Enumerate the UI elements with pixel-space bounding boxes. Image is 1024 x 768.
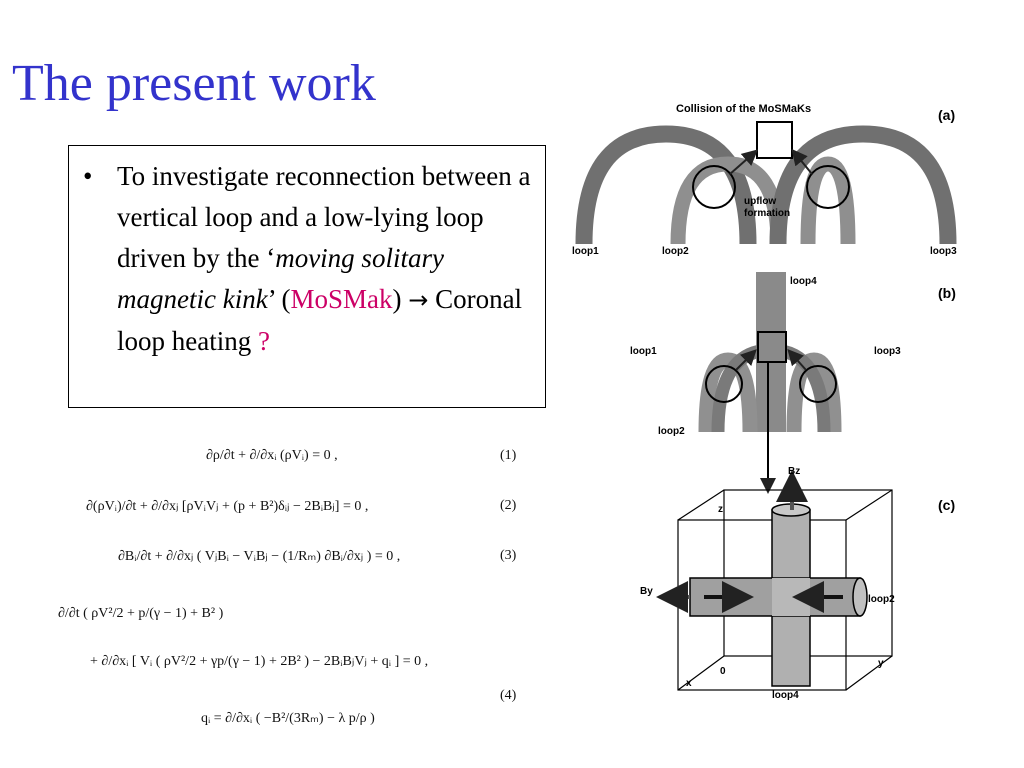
loop3-arc <box>769 125 957 245</box>
mhd-equations: ∂ρ/∂t + ∂/∂xᵢ (ρVᵢ) = 0 , (1) ∂(ρVᵢ)/∂t … <box>56 438 536 743</box>
equation-1: ∂ρ/∂t + ∂/∂xᵢ (ρVᵢ) = 0 , <box>206 448 338 463</box>
bullet-dot: • <box>83 161 93 191</box>
panel-c-tag: (c) <box>938 497 955 513</box>
bullet-text-part2: ’ ( <box>267 284 291 314</box>
loop2-label: loop2 <box>662 246 689 257</box>
z-axis-label: z <box>718 504 723 515</box>
panel-a-tag: (a) <box>938 107 955 123</box>
loop3-label: loop3 <box>930 246 957 257</box>
loop3-label-b: loop3 <box>874 346 901 357</box>
bullet-text-part4: Coronal loop heating <box>117 284 523 356</box>
bullet-text: To investigate reconnection between a ve… <box>117 156 533 362</box>
loop1-label-b: loop1 <box>630 346 657 357</box>
arrow-left-up <box>729 149 759 175</box>
equation-2: ∂(ρVᵢ)/∂t + ∂/∂xⱼ [ρVᵢVⱼ + (p + B²)δᵢⱼ −… <box>86 499 369 514</box>
kink-circle-b-right <box>799 365 837 403</box>
arrow-b-left <box>735 349 757 371</box>
collision-box <box>756 121 793 159</box>
bullet-item: • To investigate reconnection between a … <box>83 156 533 362</box>
equation-number-3: (3) <box>500 548 517 563</box>
panel-b-tag: (b) <box>938 285 956 301</box>
kink-circle-left <box>692 165 736 209</box>
panel-b: loop4 (b) loop1 loop3 loop2 <box>630 272 956 494</box>
loop2-label-c: loop2 <box>868 594 895 605</box>
y-axis-label: y <box>878 658 884 669</box>
equation-number-1: (1) <box>500 448 517 463</box>
loop2-label-b: loop2 <box>658 426 685 437</box>
kink-circle-b-left <box>705 365 743 403</box>
equation-4-heat-flux: qᵢ = ∂/∂xᵢ ( −B²/(3Rₘ) − λ p/ρ ) <box>201 711 375 726</box>
by-label: By <box>640 586 653 597</box>
loop2-left-arc <box>698 352 758 433</box>
panel-a-caption: Collision of the MoSMaKs <box>676 103 811 115</box>
bullet-italic: moving solitary magnetic kink <box>117 243 444 314</box>
equation-number-4: (4) <box>500 688 517 703</box>
loop4-label-c: loop4 <box>772 690 799 701</box>
equation-3: ∂Bᵢ/∂t + ∂/∂xⱼ ( VⱼBᵢ − VᵢBⱼ − (1/Rₘ) ∂B… <box>118 549 401 564</box>
loop1-arc <box>575 125 757 245</box>
slide-title: The present work <box>12 55 376 112</box>
formation-label: formation <box>744 208 790 219</box>
panel-c: (c) Bz By z y x 0 loop2 loop4 <box>640 466 955 701</box>
loop4-label-b: loop4 <box>790 276 817 287</box>
loop1-label: loop1 <box>572 246 599 257</box>
bullet-text-part3: ) <box>392 284 409 314</box>
bullet-box: • To investigate reconnection between a … <box>68 145 546 408</box>
x-axis-label: x <box>686 678 692 689</box>
bullet-text-part1: To investigate reconnection between a ve… <box>117 161 531 273</box>
arrow-right-up <box>791 148 813 175</box>
kink-circle-right <box>806 165 850 209</box>
question-mark: ? <box>257 326 270 356</box>
bz-label: Bz <box>788 466 800 477</box>
loop-diagram: Collision of the MoSMaKs (a) upflow form… <box>572 103 957 701</box>
equation-number-2: (2) <box>500 498 517 513</box>
origin-label: 0 <box>720 666 726 677</box>
collision-box-b <box>757 331 787 363</box>
panel-a: Collision of the MoSMaKs (a) upflow form… <box>572 103 957 257</box>
equation-4-line2: + ∂/∂xᵢ [ Vᵢ ( ρV²/2 + γp/(γ − 1) + 2B² … <box>90 654 429 669</box>
upflow-label: upflow <box>744 196 776 207</box>
mosmak-acronym: MoSMak <box>290 284 393 314</box>
right-arrow-icon: → <box>408 286 429 314</box>
equation-4-line1: ∂/∂t ( ρV²/2 + p/(γ − 1) + B² ) <box>58 606 224 621</box>
arrow-b-right <box>787 349 807 371</box>
loop2b-arc <box>800 156 856 245</box>
